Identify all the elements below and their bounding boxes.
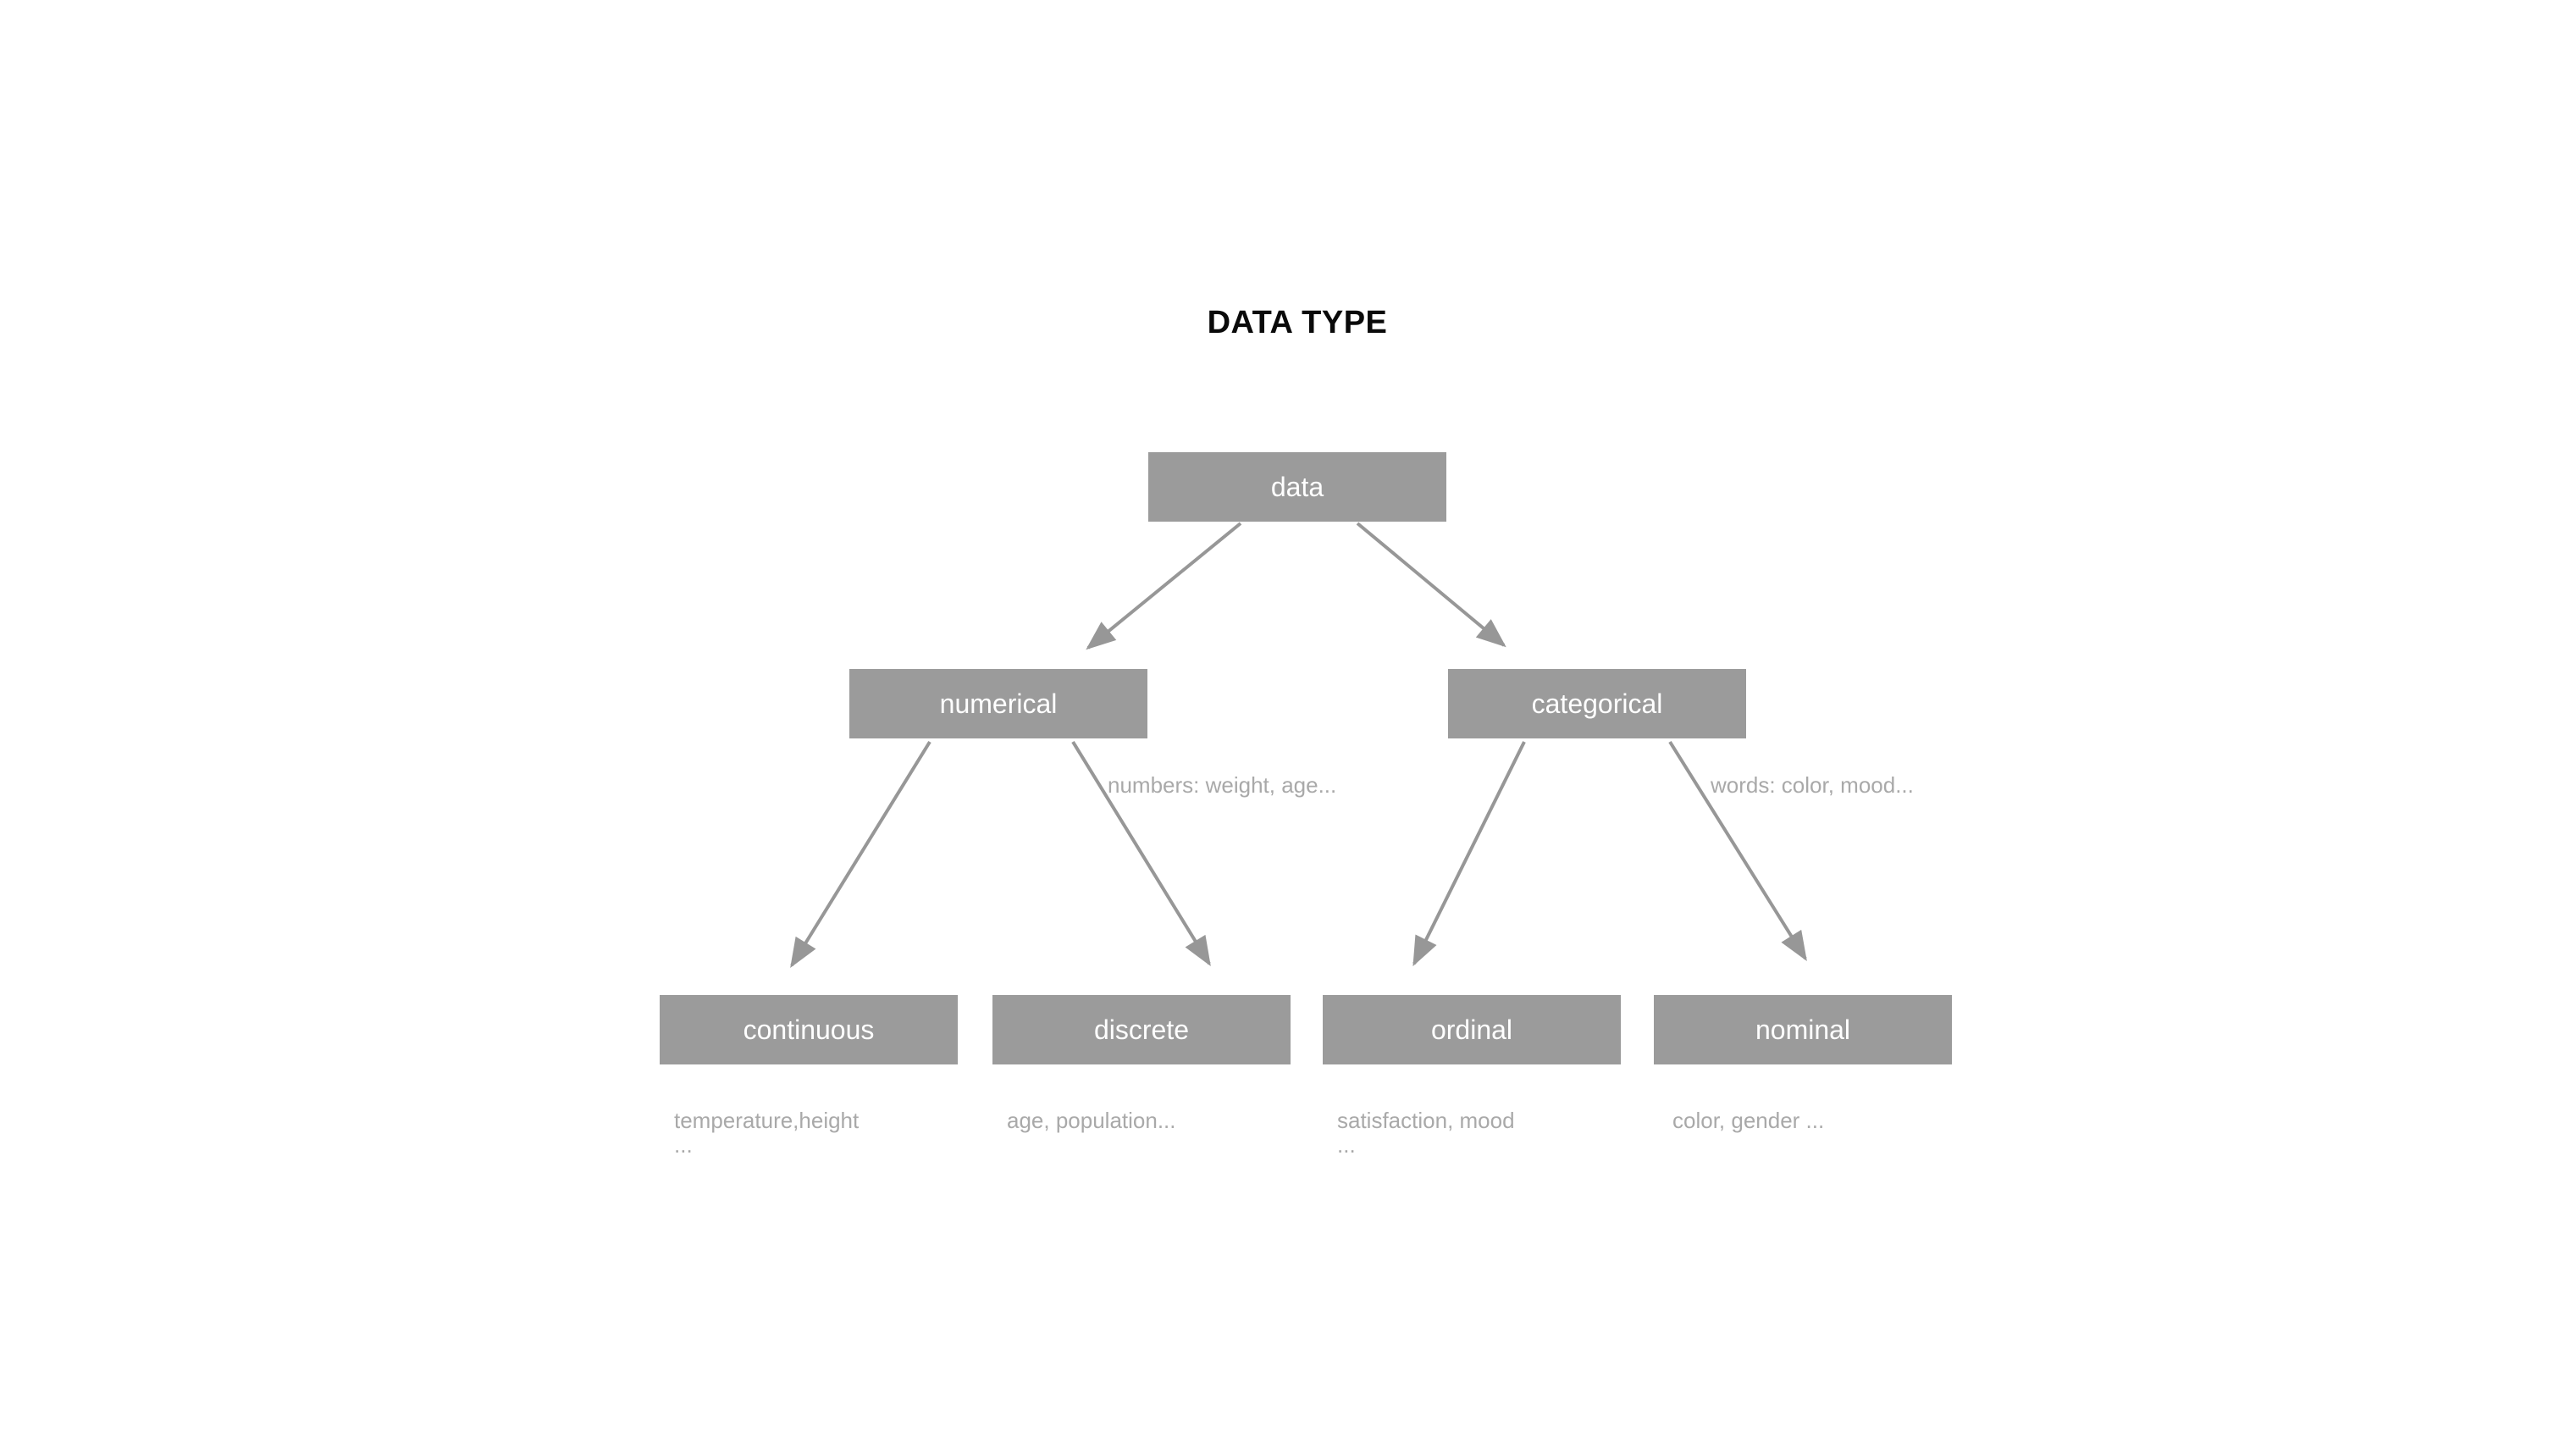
- arrow-categorical-to-nominal: [1668, 740, 1807, 961]
- node-discrete-label: discrete: [1093, 1014, 1190, 1045]
- annotation-ordinal-line1: satisfaction, mood: [1337, 1108, 1515, 1133]
- annotation-continuous-line2: ...: [674, 1132, 693, 1158]
- node-discrete: discrete: [992, 995, 1291, 1064]
- annotation-nominal: color, gender ...: [1672, 1109, 1824, 1133]
- node-numerical: numerical: [849, 669, 1147, 738]
- node-data-label: data: [1270, 471, 1324, 502]
- annotation-numerical-text: numbers: weight, age...: [1108, 772, 1337, 798]
- node-continuous: continuous: [660, 995, 958, 1064]
- node-categorical: categorical: [1448, 669, 1746, 738]
- page-title: DATA TYPE: [1207, 305, 1388, 340]
- node-numerical-label: numerical: [939, 688, 1058, 719]
- annotation-ordinal-line2: ...: [1337, 1132, 1356, 1158]
- node-ordinal-label: ordinal: [1430, 1014, 1513, 1045]
- annotation-discrete-line1: age, population...: [1007, 1108, 1176, 1133]
- arrow-data-to-categorical: [1356, 522, 1506, 648]
- arrow-numerical-to-continuous: [790, 740, 931, 968]
- annotation-categorical-text: words: color, mood...: [1711, 772, 1914, 798]
- node-continuous-label: continuous: [743, 1014, 875, 1045]
- node-ordinal: ordinal: [1323, 995, 1621, 1064]
- annotation-categorical: words: color, mood...: [1711, 773, 1914, 798]
- arrow-categorical-to-ordinal: [1412, 741, 1526, 967]
- node-categorical-label: categorical: [1531, 688, 1663, 719]
- arrow-numerical-to-discrete: [1071, 740, 1211, 966]
- node-nominal-label: nominal: [1755, 1014, 1851, 1045]
- annotation-continuous: temperature,height ...: [674, 1109, 859, 1158]
- annotation-nominal-line1: color, gender ...: [1672, 1108, 1825, 1133]
- annotation-ordinal: satisfaction, mood ...: [1337, 1109, 1515, 1158]
- node-data: data: [1148, 452, 1446, 522]
- annotation-continuous-line1: temperature,height: [674, 1108, 860, 1133]
- node-nominal: nominal: [1654, 995, 1952, 1064]
- annotation-discrete: age, population...: [1007, 1109, 1176, 1133]
- arrow-data-to-numerical: [1086, 522, 1242, 650]
- annotation-numerical: numbers: weight, age...: [1108, 773, 1336, 798]
